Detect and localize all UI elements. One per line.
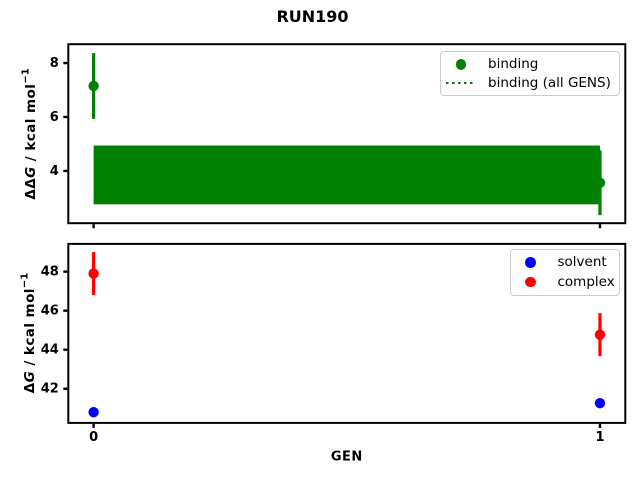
legend-handle — [516, 257, 546, 268]
legend-bottom: solvent complex — [509, 248, 620, 296]
band-binding-all-gens- — [93, 145, 600, 205]
y-tick-label-top: 4 — [50, 164, 59, 179]
complex-marker-icon — [525, 276, 536, 288]
ylabel-bottom-units: / kcal mol — [21, 288, 38, 372]
legend-item-complex: complex — [516, 272, 615, 292]
y-tick-label-bottom: 48 — [41, 265, 59, 280]
solvent-marker — [594, 397, 606, 409]
y-tick-label-top: 8 — [50, 56, 59, 71]
axes-frame-top — [67, 43, 627, 225]
ylabel-top-exponent: −1 — [19, 68, 31, 84]
ylabel-bottom-exponent: −1 — [18, 273, 30, 289]
legend-label: binding — [488, 56, 539, 73]
x-tick-label-bottom: 0 — [89, 430, 98, 445]
legend-item-solvent: solvent — [516, 253, 614, 273]
y-tick-label-top: 6 — [50, 110, 59, 125]
legend-top: binding binding (all GENS) — [440, 51, 620, 96]
binding-marker — [594, 177, 606, 188]
x-axis-label: GEN — [330, 449, 363, 465]
solvent-marker — [88, 406, 99, 418]
figure-title: RUN190 — [276, 7, 349, 26]
y-tick-label-bottom: 42 — [41, 382, 59, 397]
legend-label: solvent — [557, 254, 607, 271]
ylabel-bottom-g: G — [21, 371, 38, 383]
solvent-marker-icon — [525, 257, 536, 268]
binding-marker-icon — [455, 59, 467, 70]
ylabel-top-delta: ΔΔ — [22, 177, 39, 200]
x-tick-label-bottom: 1 — [595, 430, 604, 445]
y-tick-label-bottom: 46 — [41, 304, 59, 319]
ylabel-bottom-delta: Δ — [21, 382, 38, 394]
y-axis-label-top: ΔΔG / kcal mol−1 — [19, 68, 39, 200]
complex-marker — [88, 268, 99, 279]
binding-marker — [88, 80, 99, 92]
complex-marker — [594, 329, 606, 340]
legend-label: complex — [557, 274, 615, 291]
y-axis-label-bottom: ΔG / kcal mol−1 — [18, 273, 38, 394]
axes-frame-bottom — [67, 242, 627, 424]
legend-item-binding: binding — [446, 55, 613, 74]
binding-all-gens-line-icon — [446, 81, 476, 84]
ylabel-top-units: / kcal mol — [22, 83, 39, 167]
y-tick-label-bottom: 44 — [41, 343, 59, 358]
legend-label: binding (all GENS) — [488, 74, 611, 91]
legend-item-binding-all-gens: binding (all GENS) — [446, 74, 613, 93]
legend-handle — [446, 81, 476, 84]
legend-handle — [516, 276, 546, 288]
ylabel-top-g: G — [22, 166, 39, 178]
legend-handle — [446, 59, 476, 70]
